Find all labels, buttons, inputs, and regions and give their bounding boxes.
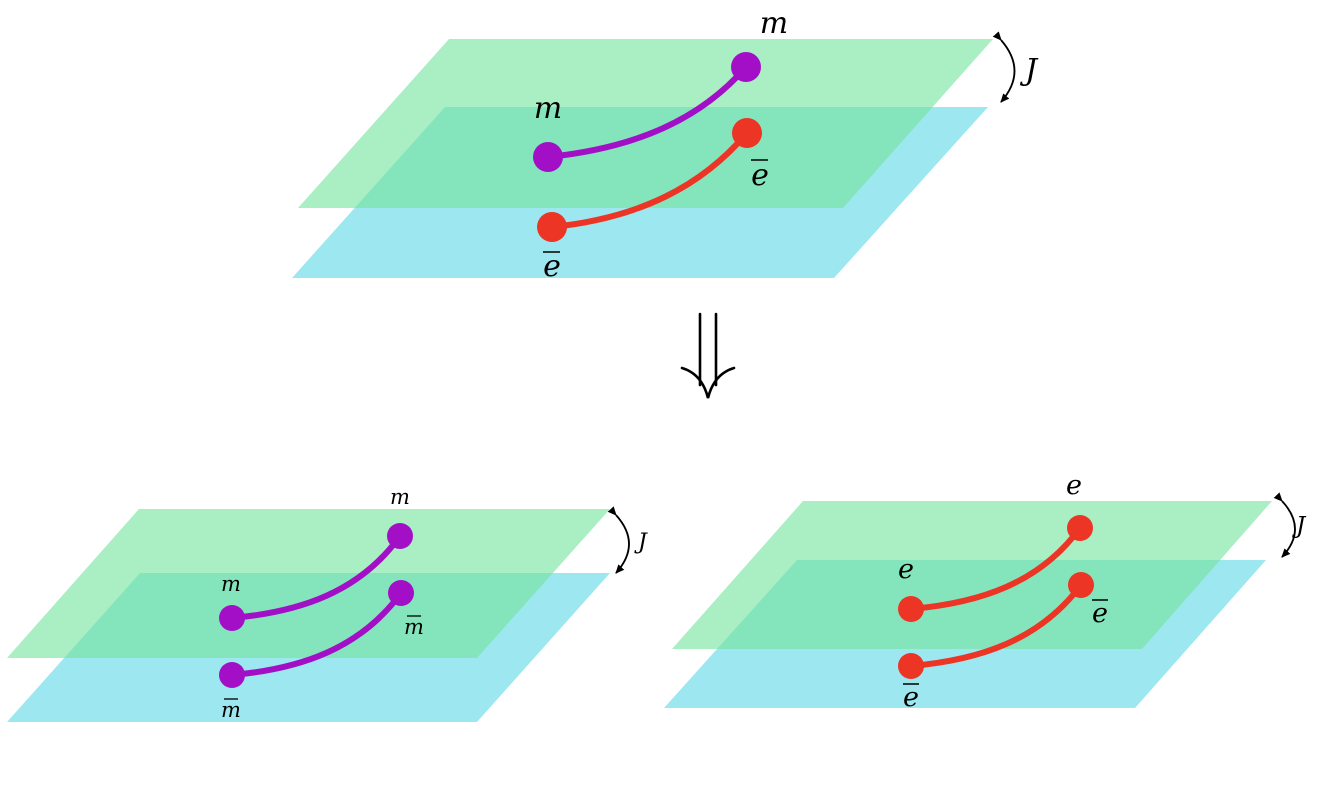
left-panel-coupling-arrow [607, 506, 630, 574]
top-panel-coupling-label: J [1019, 53, 1039, 88]
double-down-arrow-icon [680, 312, 736, 399]
right-panel-e-bottom-particle [898, 653, 924, 679]
left-panel-m-bottom-label: m [221, 698, 241, 722]
top-panel-m-lower-label: m [534, 91, 562, 126]
right-panel-e-mid-label: e [1092, 598, 1108, 629]
right-panel: e e e e J [664, 470, 1307, 713]
top-panel-e-string [549, 130, 750, 230]
right-panel-e-mid-particle [1068, 572, 1094, 598]
left-panel-m-lower-label: m [221, 572, 241, 596]
left-panel-m-bottom-particle [219, 662, 245, 688]
right-panel-coupling-label: J [1292, 513, 1307, 539]
right-panel-e-lower-particle [898, 596, 924, 622]
left-panel-m-upper-particle [387, 523, 413, 549]
top-panel-e-lower-particle [537, 212, 567, 242]
right-panel-upper-string [908, 525, 1083, 612]
left-panel-m-lower-particle [219, 605, 245, 631]
top-panel-e-upper-label: e [751, 158, 769, 193]
top-panel-coupling-arrow [992, 31, 1016, 103]
left-panel-lower-string [229, 590, 404, 678]
top-panel-e-upper-particle [732, 118, 762, 148]
left-panel-upper-string [229, 533, 403, 621]
top-panel-m-upper-label: m [760, 6, 788, 41]
left-panel-top-layer [7, 509, 610, 658]
top-panel-m-string [545, 64, 749, 160]
right-panel-e-bottom-label: e [903, 682, 919, 713]
top-panel-m-lower-particle [533, 142, 563, 172]
top-panel-top-layer [298, 39, 993, 208]
left-panel-coupling-label: J [634, 530, 648, 555]
right-panel-e-upper-label: e [1066, 470, 1082, 501]
left-panel: m m m m J [7, 485, 648, 722]
left-panel-m-mid-particle [388, 580, 414, 606]
right-panel-coupling-arrow [1273, 492, 1296, 558]
right-panel-top-layer [672, 501, 1272, 649]
right-panel-e-lower-label: e [898, 554, 914, 585]
top-panel-m-upper-particle [731, 52, 761, 82]
top-panel: m m e e J [292, 6, 1039, 284]
left-panel-m-mid-label: m [404, 615, 424, 639]
top-panel-e-lower-label: e [543, 249, 561, 284]
right-panel-lower-string [908, 582, 1084, 669]
left-panel-m-upper-label: m [390, 485, 410, 509]
right-panel-e-upper-particle [1067, 515, 1093, 541]
